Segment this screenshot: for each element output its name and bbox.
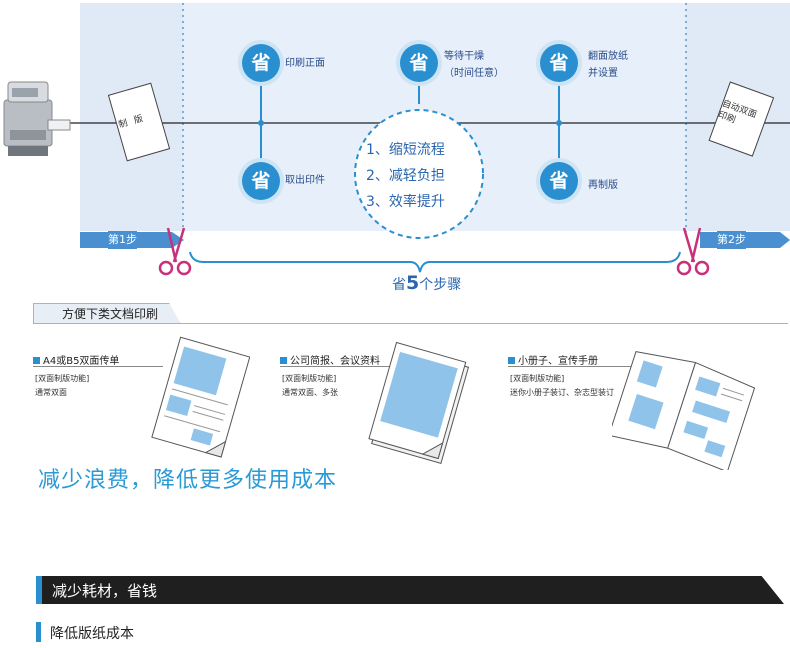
right-sheet [708, 81, 775, 157]
step1-label: 第1步 [108, 231, 137, 249]
summary-text: 省5个步骤 [392, 272, 461, 294]
section-bar: 减少耗材，省钱 [36, 576, 784, 604]
doc-feature-1: [双面制版功能] [35, 374, 90, 383]
scissors-icon [158, 227, 192, 276]
doc-title-2: 公司简报、会议资料 [280, 352, 380, 367]
doc-feature-3: [双面制版功能] [510, 374, 565, 383]
report-illustration [368, 341, 470, 465]
doc-line-1 [33, 366, 163, 367]
center-item-3: 3、效率提升 [366, 194, 445, 210]
summary-brace [189, 251, 681, 273]
sub-accent [36, 622, 41, 642]
section-rule [33, 323, 788, 324]
bullet-square [280, 357, 287, 364]
doc-title-3: 小册子、宣传手册 [508, 352, 598, 367]
bullet-square [33, 357, 40, 364]
timeline-dot-2 [556, 120, 562, 126]
summary-pre: 省 [392, 277, 406, 293]
summary-number: 5 [406, 272, 420, 294]
center-circle [354, 109, 484, 239]
node-label-4b: 并设置 [588, 68, 618, 79]
node-label-4: 翻面放纸 [588, 51, 628, 62]
save-node-4: 省 [540, 44, 578, 82]
timeline-dot-1 [258, 120, 264, 126]
section-tab: 方便下类文档印刷 [33, 303, 182, 324]
doc-line-3 [508, 366, 633, 367]
flyer-illustration [151, 336, 250, 458]
sub-heading-title: 降低版纸成本 [50, 626, 134, 642]
node-label-2: 取出印件 [285, 175, 325, 186]
save-node-3: 省 [400, 44, 438, 82]
doc-detail-2: 通常双面、多张 [282, 388, 338, 397]
slogan: 减少浪费，降低更多使用成本 [38, 468, 338, 493]
node-label-3: 等待干燥 [444, 51, 484, 62]
save-node-2: 省 [242, 162, 280, 200]
center-list: 1、缩短流程 2、减轻负担 3、效率提升 [366, 137, 445, 215]
scissors-icon [676, 227, 710, 276]
doc-line-2 [280, 366, 390, 367]
left-sheet [107, 82, 171, 162]
center-item-2: 2、减轻负担 [366, 168, 445, 184]
center-item-1: 1、缩短流程 [366, 142, 445, 158]
flow-diagram [3, 3, 790, 276]
booklet-illustration [612, 351, 756, 470]
node-label-3b: （时间任意） [444, 68, 504, 79]
printer-icon [3, 81, 71, 156]
step2-label: 第2步 [717, 231, 746, 249]
summary-post: 个步骤 [419, 277, 462, 293]
bullet-square [508, 357, 515, 364]
node-label-5: 再制版 [588, 180, 618, 191]
save-node-1: 省 [242, 44, 280, 82]
doc-detail-3: 迷你小册子装订、杂志型装订 [510, 388, 614, 397]
doc-title-1: A4或B5双面传单 [33, 352, 119, 367]
doc-feature-2: [双面制版功能] [282, 374, 337, 383]
doc-detail-1: 通常双面 [35, 388, 67, 397]
save-node-5: 省 [540, 162, 578, 200]
bar-accent [36, 576, 42, 604]
node-label-1: 印刷正面 [285, 58, 325, 69]
section-bar-title: 减少耗材，省钱 [52, 582, 158, 600]
